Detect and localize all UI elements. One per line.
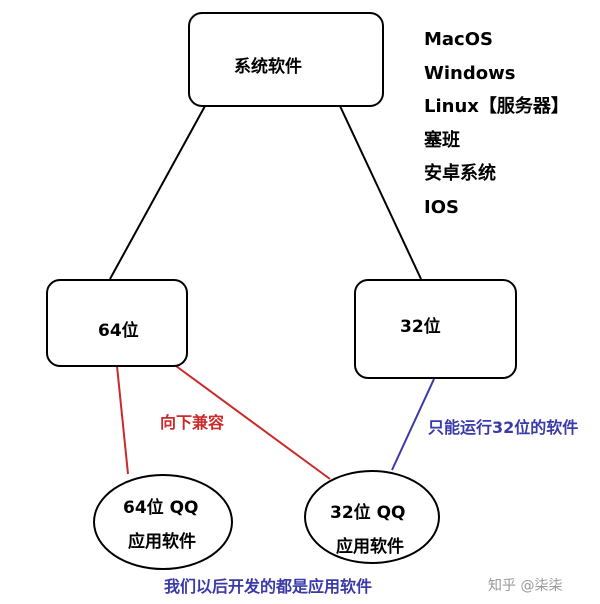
app32-line1: 32位 QQ [330, 503, 406, 523]
bit32-label: 32位 [400, 317, 441, 337]
edge-64bit-to-app32 [175, 365, 331, 480]
watermark: 知乎 @柒柒 [488, 578, 563, 594]
bit64-label: 64位 [98, 321, 139, 341]
bit64-node: 64位 [46, 279, 188, 367]
app64-node: 64位 QQ 应用软件 [93, 474, 233, 570]
system-software-label: 系统软件 [234, 57, 302, 77]
os-item-windows: Windows [424, 62, 516, 84]
system-software-node: 系统软件 [188, 12, 384, 107]
edge-root-to-32bit [339, 105, 422, 280]
os-item-linux: Linux【服务器】 [424, 96, 569, 118]
app64-line1: 64位 QQ [123, 498, 199, 518]
os-list: MacOS Windows Linux【服务器】 塞班 安卓系统 IOS [424, 23, 569, 225]
bit32-node: 32位 [354, 279, 517, 379]
os-item-ios: IOS [424, 196, 459, 218]
backward-compat-annotation: 向下兼容 [160, 413, 225, 432]
edge-32bit-to-app32 [391, 378, 435, 471]
os-item-android: 安卓系统 [424, 163, 496, 185]
app32-line2: 应用软件 [336, 537, 404, 557]
bottom-note-annotation: 我们以后开发的都是应用软件 [164, 577, 373, 596]
app32-node: 32位 QQ 应用软件 [304, 470, 440, 564]
only-32bit-annotation: 只能运行32位的软件 [428, 418, 579, 437]
app64-line2: 应用软件 [128, 532, 196, 552]
os-item-symbian: 塞班 [424, 129, 460, 151]
edge-64bit-to-app64 [116, 365, 129, 475]
os-item-macos: MacOS [424, 29, 493, 50]
edge-root-to-64bit [109, 105, 206, 280]
